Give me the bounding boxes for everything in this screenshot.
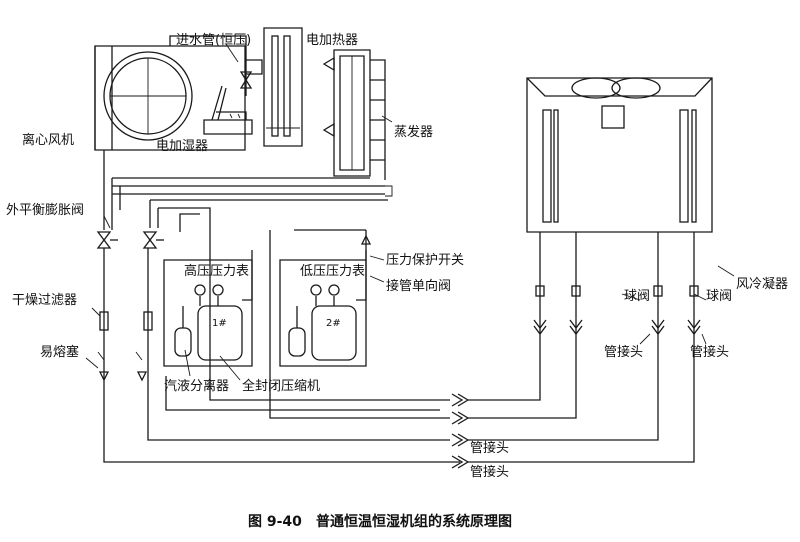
drier-filter: [99, 248, 460, 463]
label-centrifugal-fan: 离心风机: [22, 132, 74, 148]
label-pressure-switch: 压力保护开关: [386, 253, 464, 268]
condenser-piping: [468, 232, 695, 463]
label-compressor-1: 1#: [212, 318, 227, 329]
expansion-valve-2: [142, 231, 164, 249]
label-gas-liquid-separator: 汽液分离器: [164, 378, 229, 394]
label-electric-humidifier: 电加湿器: [156, 139, 208, 154]
pipe-joints-left: [451, 393, 470, 469]
pipe-joints-right: [533, 319, 701, 336]
label-hermetic-compressor: 全封闭压缩机: [242, 378, 320, 394]
inlet-pipe: [169, 35, 253, 96]
label-fusible-plug: 易熔塞: [40, 344, 79, 360]
label-pipe-joint-4: 管接头: [470, 464, 509, 480]
label-check-valve: 接管单向阀: [386, 278, 451, 294]
label-high-pressure-gauge: 高压压力表: [184, 263, 249, 279]
compressor-unit-1: [163, 250, 253, 367]
left-piping: [103, 150, 388, 232]
label-ball-valve-2: 球阀: [706, 289, 732, 304]
label-air-condenser: 风冷凝器: [736, 276, 788, 292]
label-compressor-2: 2#: [326, 318, 341, 329]
label-pipe-joint-3: 管接头: [470, 440, 509, 456]
label-inlet-pipe: 进水管(恒压): [176, 33, 251, 48]
electric-humidifier: [203, 85, 253, 135]
label-expansion-valve: 外平衡膨胀阀: [6, 203, 84, 218]
expansion-valve-1: [96, 231, 118, 249]
compressor-unit-2: [279, 250, 367, 367]
caption-title: 普通恒温恒湿机组的系统原理图: [316, 513, 512, 530]
label-ball-valve-1: 球阀: [624, 289, 650, 304]
refrigerant-trunk: [165, 230, 450, 419]
label-drier-filter: 干燥过滤器: [12, 293, 77, 308]
evaporator: [322, 49, 393, 197]
fusible-plug: [97, 351, 148, 382]
leader-lines: [85, 43, 735, 381]
label-evaporator: 蒸发器: [394, 124, 433, 140]
air-cooled-condenser: [526, 77, 713, 233]
pressure-switch: [294, 229, 372, 260]
label-low-pressure-gauge: 低压压力表: [300, 264, 365, 279]
label-pipe-joint-1: 管接头: [604, 344, 643, 360]
centrifugal-fan: [94, 45, 263, 151]
label-pipe-joint-2: 管接头: [690, 344, 729, 360]
ball-valves: [535, 285, 699, 297]
electric-heater: [263, 27, 303, 147]
label-electric-heater: 电加热器: [306, 33, 358, 48]
caption-figure-number: 图 9-40: [248, 514, 302, 530]
